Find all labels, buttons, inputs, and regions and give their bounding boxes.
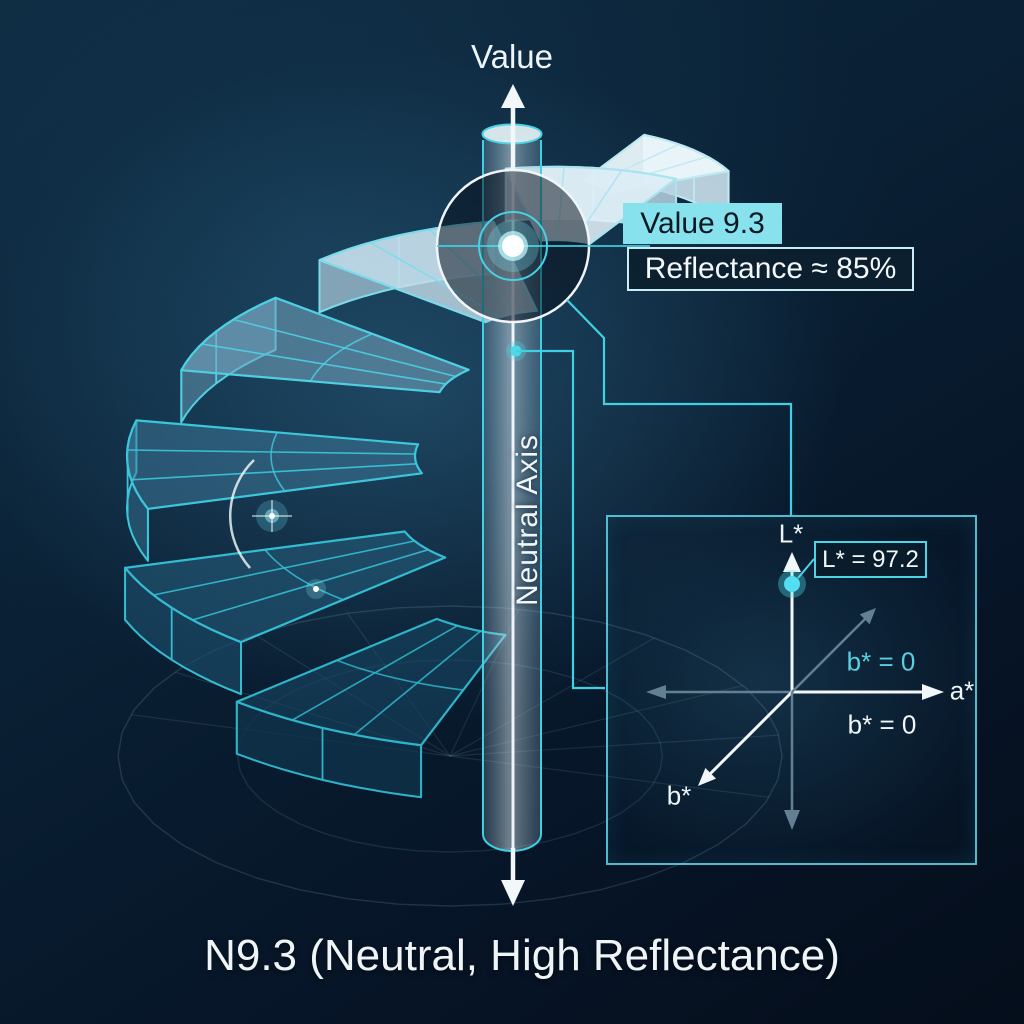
b-zero-lower-label: b* = 0 — [847, 709, 917, 740]
b-zero-upper-label: b* = 0 — [846, 646, 916, 677]
value-axis-down-arrow-icon — [501, 848, 525, 906]
value-callout: Value 9.3 — [623, 203, 782, 244]
reflectance-callout: Reflectance ≈ 85% — [627, 247, 914, 291]
l-axis-label: L* — [778, 518, 804, 549]
neutral-axis-label: Neutral Axis — [511, 433, 544, 607]
a-axis-label: a* — [949, 675, 975, 706]
sparkle-highlights — [228, 459, 326, 599]
value-axis-label: Value — [471, 38, 553, 75]
lstar-callout: L* = 97.2 — [814, 541, 927, 578]
caption: N9.3 (Neutral, High Reflectance) — [204, 931, 840, 980]
lens-target-icon — [435, 168, 650, 324]
value-axis-up-arrow-icon — [501, 84, 525, 182]
b-axis-label: b* — [666, 780, 692, 811]
